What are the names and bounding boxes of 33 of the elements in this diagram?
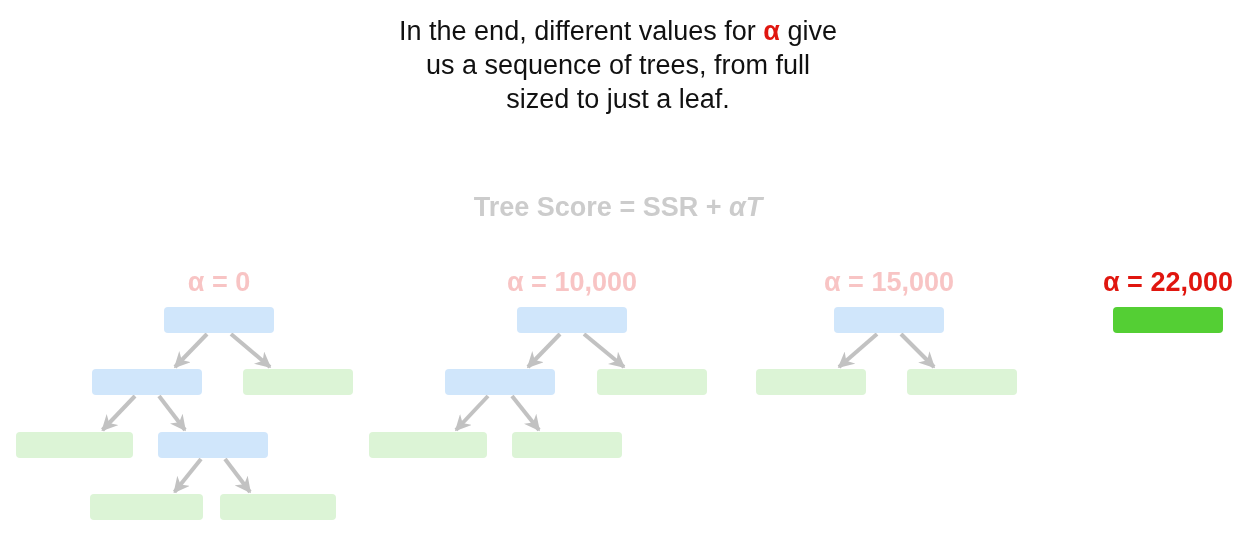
arrow: [101, 394, 137, 432]
leaf-box: [907, 369, 1017, 395]
alpha-value-label: α = 10,000: [506, 267, 638, 298]
arrow: [157, 394, 187, 432]
arrow: [229, 332, 272, 369]
alpha-value-label: α = 15,000: [823, 267, 955, 298]
alpha-value-label: α = 0: [186, 267, 252, 298]
leaf-box: [243, 369, 353, 395]
leaf-box: [369, 432, 487, 458]
leaf-box: [90, 494, 203, 520]
arrow: [454, 394, 490, 432]
heading-text: In the end, different values for α give us a sequence of trees, from full sized to just a leaf.: [398, 15, 838, 116]
split-box: [834, 307, 944, 333]
arrow: [223, 457, 252, 494]
leaf-box: [1113, 307, 1223, 333]
split-box: [517, 307, 627, 333]
alpha-value-label: α = 22,000: [1102, 267, 1234, 298]
leaf-box: [756, 369, 866, 395]
split-box: [92, 369, 202, 395]
arrow: [172, 457, 203, 494]
arrow: [582, 332, 626, 369]
arrow: [899, 332, 936, 369]
arrow: [173, 332, 209, 369]
split-box: [445, 369, 555, 395]
split-box: [164, 307, 274, 333]
leaf-box: [220, 494, 336, 520]
split-box: [158, 432, 268, 458]
leaf-box: [16, 432, 133, 458]
arrow: [837, 332, 879, 369]
leaf-box: [512, 432, 622, 458]
leaf-box: [597, 369, 707, 395]
arrow: [526, 332, 562, 369]
arrow: [510, 394, 541, 432]
